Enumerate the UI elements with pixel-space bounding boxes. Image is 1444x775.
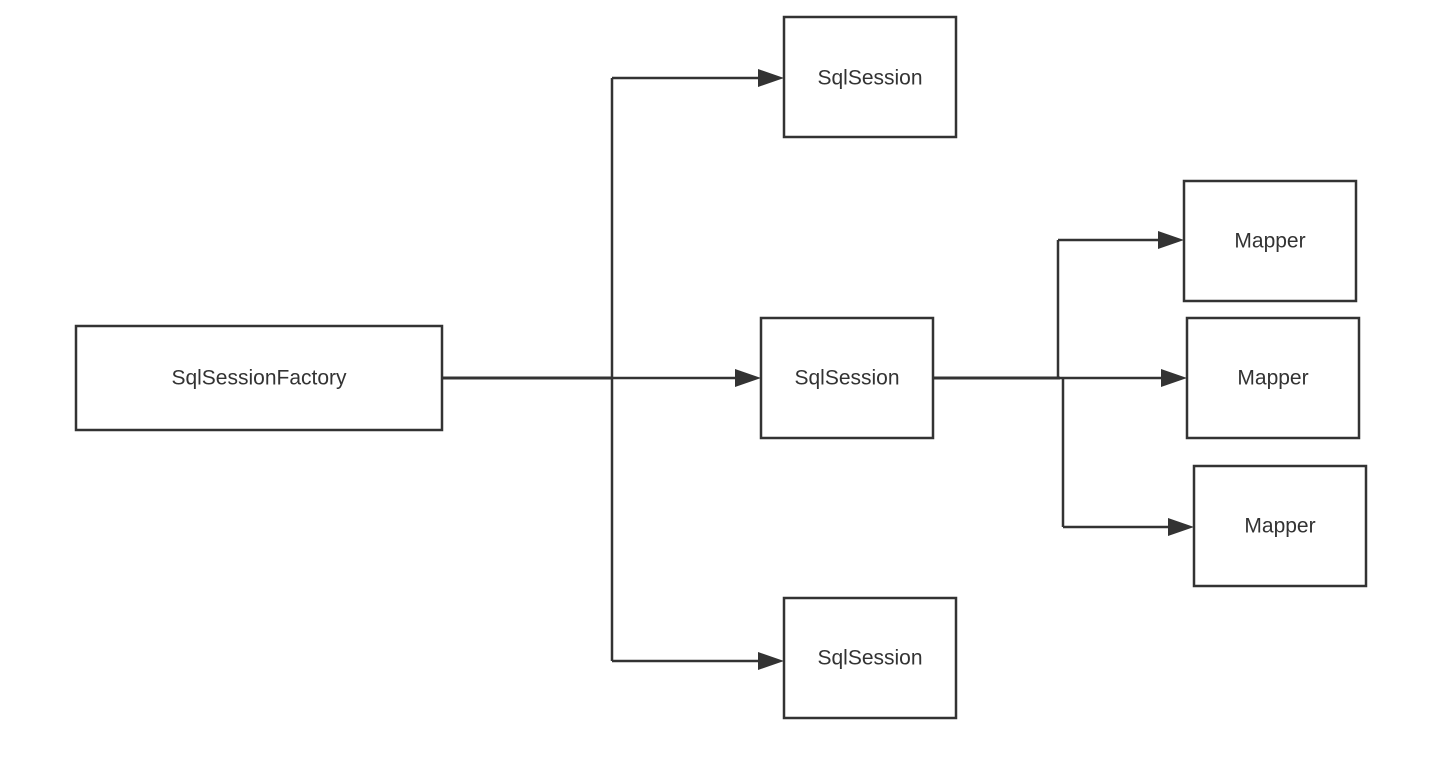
session-to-mappers-connectors (933, 231, 1194, 536)
arrowhead-session-bottom (758, 652, 784, 670)
node-label: SqlSession (817, 647, 922, 670)
arrowhead-mapper-1 (1158, 231, 1184, 249)
node-label: Mapper (1234, 230, 1305, 253)
arrowhead-session-mid (735, 369, 761, 387)
node-label: Mapper (1244, 515, 1315, 538)
node-sqlsession-top: SqlSession (782, 15, 958, 139)
node-mapper-1: Mapper (1182, 179, 1358, 303)
factory-to-sessions-connectors (442, 69, 784, 670)
node-sqlsessionfactory: SqlSessionFactory (74, 324, 444, 432)
arrowhead-session-top (758, 69, 784, 87)
node-label: SqlSession (817, 67, 922, 90)
node-sqlsession-bottom: SqlSession (782, 596, 958, 720)
arrowhead-mapper-2 (1161, 369, 1187, 387)
node-mapper-3: Mapper (1192, 464, 1368, 588)
node-label: SqlSession (794, 367, 899, 390)
arrowhead-mapper-3 (1168, 518, 1194, 536)
node-label: Mapper (1237, 367, 1308, 390)
node-label: SqlSessionFactory (171, 367, 347, 390)
node-sqlsession-middle: SqlSession (759, 316, 935, 440)
node-mapper-2: Mapper (1185, 316, 1361, 440)
